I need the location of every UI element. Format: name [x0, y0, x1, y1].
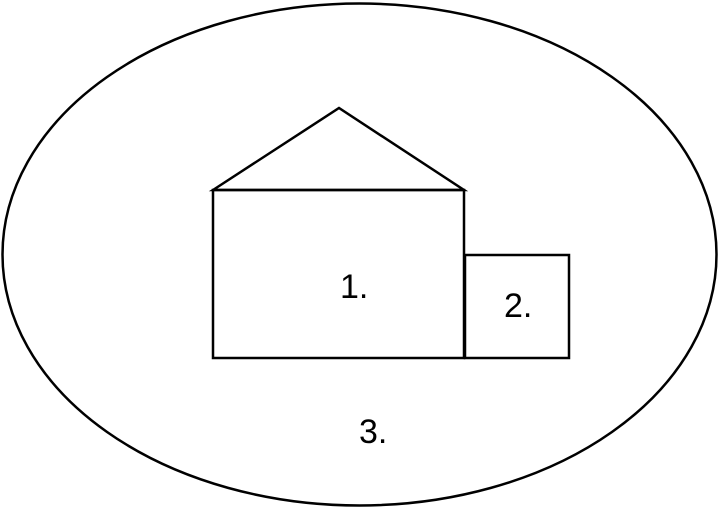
surrounding-area-label: 3. — [359, 413, 387, 451]
main-building-label: 1. — [340, 268, 368, 306]
roof-triangle — [208, 106, 469, 192]
annex-label: 2. — [504, 287, 532, 325]
annex-rect — [463, 253, 571, 360]
main-building-rect — [211, 188, 466, 360]
